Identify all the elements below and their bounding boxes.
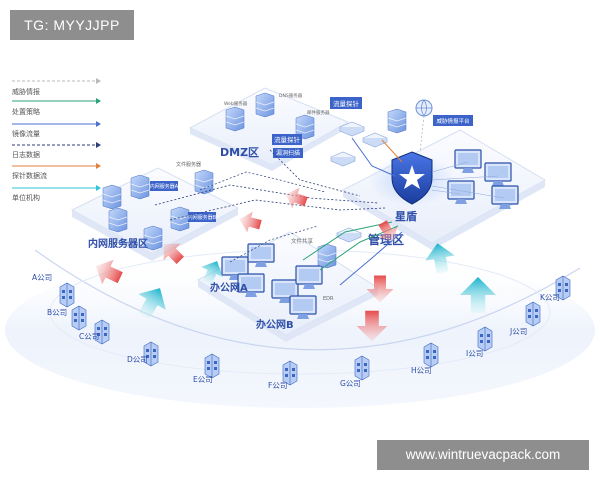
branch-j: J公司 xyxy=(509,301,541,336)
legend-item-mirror-traffic: 镜像流量 xyxy=(12,121,101,138)
branch-label: E公司 xyxy=(193,375,213,384)
legend-label: 单位机构 xyxy=(12,193,40,202)
legend-item-organization: 单位机构 xyxy=(12,185,101,202)
watermark-bottom: www.wintruevacpack.com xyxy=(377,440,589,470)
building-icon xyxy=(71,305,87,331)
branch-a: A公司 xyxy=(32,273,75,308)
legend-label: 镜像流量 xyxy=(12,129,40,138)
branch-f: F公司 xyxy=(268,360,298,390)
legend: 威胁情报 处置策略 镜像流量 日志数据 探针数据流 单位机构 xyxy=(12,78,101,202)
branch-g: G公司 xyxy=(340,355,370,388)
legend-label: 处置策略 xyxy=(12,107,40,116)
biz-server-a-tag xyxy=(150,181,178,191)
zone-label-internal: 内网服务器区 xyxy=(88,237,148,250)
branch-label: C公司 xyxy=(79,332,99,341)
web-server-icon xyxy=(225,106,245,132)
threat-arrows xyxy=(95,187,398,342)
legend-item-disposal-policy: 处置策略 xyxy=(12,98,101,116)
internal-server-zone: 内网服务器A 内网服务器B 文件服务器 内网服务器区 xyxy=(70,161,240,261)
threat-arrow xyxy=(163,243,184,264)
branch-k: K公司 xyxy=(540,275,571,302)
management-zone: 星盾 管理区 xyxy=(341,129,547,250)
branch-e: E公司 xyxy=(193,353,220,384)
watermark-top: TG: MYYJJPP xyxy=(10,10,134,40)
biz-server-icon xyxy=(102,184,122,210)
organization-arrow xyxy=(201,261,223,285)
threat-arrow xyxy=(356,310,388,342)
building-icon xyxy=(525,301,541,327)
tag-biz-server-b: 内网服务器B xyxy=(188,214,217,221)
threat-arrow xyxy=(95,259,123,285)
tag-mail-server: 邮件服务器 xyxy=(307,109,330,116)
organization-arrow xyxy=(425,243,455,274)
organization-arrow xyxy=(460,277,496,313)
zone-label-dmz: DMZ区 xyxy=(220,146,259,159)
biz-server-icon xyxy=(130,174,150,200)
zone-label-management: 管理区 xyxy=(368,232,404,247)
branch-ring xyxy=(34,249,581,351)
building-icon xyxy=(354,355,370,381)
branch-label: H公司 xyxy=(411,366,432,375)
tag-traffic-probe-1: 流量探针 xyxy=(274,135,301,144)
branch-d: D公司 xyxy=(127,341,159,367)
branch-label: J公司 xyxy=(509,327,527,336)
router-icon xyxy=(330,151,356,167)
biz-server-icon xyxy=(170,206,190,232)
tag-vuln-scan: 漏洞扫描 xyxy=(276,149,300,157)
traffic-probe-2-tag xyxy=(330,97,362,109)
branch-label: G公司 xyxy=(340,379,361,388)
brand-label: 星盾 xyxy=(395,209,417,223)
top-center-devices: 流量探针 威胁情报平台 漏洞扫描 xyxy=(273,97,473,167)
threat-arrow xyxy=(366,275,394,303)
branch-c: C公司 xyxy=(79,319,110,345)
building-icon xyxy=(59,282,75,308)
office-zone: 文件共享 EDR 办公网A 办公网B xyxy=(196,227,380,342)
tag-file-share: 文件共享 xyxy=(291,237,314,245)
gateway-icon xyxy=(362,132,388,148)
dns-server-icon xyxy=(255,92,275,118)
legend-item-threat-intel: 威胁情报 xyxy=(12,78,101,96)
branch-i: I公司 xyxy=(466,326,493,358)
tag-web-server: Web服务器 xyxy=(224,100,248,107)
zone-label-office-a: 办公网A xyxy=(210,281,248,294)
threat-intel-tag xyxy=(433,115,473,126)
threat-arrow xyxy=(285,187,308,209)
branch-label: A公司 xyxy=(32,273,52,282)
threat-arrow xyxy=(378,220,398,242)
branch-label: K公司 xyxy=(540,293,560,302)
branch-label: D公司 xyxy=(127,355,148,364)
tag-dns-server: DNS服务器 xyxy=(279,92,303,99)
biz-server-icon xyxy=(108,207,128,233)
legend-item-log-data: 日志数据 xyxy=(12,142,101,159)
zone-label-office-b: 办公网B xyxy=(256,318,294,331)
legend-item-probe-data-flow: 探针数据流 xyxy=(12,163,101,180)
building-icon xyxy=(423,342,439,368)
branch-b: B公司 xyxy=(47,305,87,331)
traffic-probe-1-tag xyxy=(272,134,302,145)
tag-edr: EDR xyxy=(323,296,334,302)
branch-label: B公司 xyxy=(47,308,67,317)
branch-label: I公司 xyxy=(466,349,483,358)
legend-label: 日志数据 xyxy=(12,150,40,159)
organization-arrows xyxy=(138,243,496,320)
legend-label: 探针数据流 xyxy=(12,171,47,180)
building-icon xyxy=(477,326,493,352)
vuln-scan-tag xyxy=(273,148,303,158)
threat-arrow xyxy=(239,211,262,233)
branch-h: H公司 xyxy=(411,342,439,375)
dmz-zone: Web服务器 DNS服务器 邮件服务器 流量探针 DMZ区 xyxy=(188,87,350,171)
firewall-icon xyxy=(387,108,407,134)
branch-label: F公司 xyxy=(268,381,287,390)
tag-file-server: 文件服务器 xyxy=(176,161,201,168)
tag-biz-server-a: 内网服务器A xyxy=(150,183,179,190)
biz-server-b-tag xyxy=(188,212,216,222)
legend-label: 威胁情报 xyxy=(12,87,40,96)
tag-threat-intel: 威胁情报平台 xyxy=(436,117,470,125)
branch-companies: A公司 B公司 C公司 D公司 E公司 F公司 G公司 H公司 xyxy=(32,273,571,390)
organization-arrow xyxy=(138,288,166,320)
tag-traffic-probe-2: 流量探针 xyxy=(333,99,360,108)
